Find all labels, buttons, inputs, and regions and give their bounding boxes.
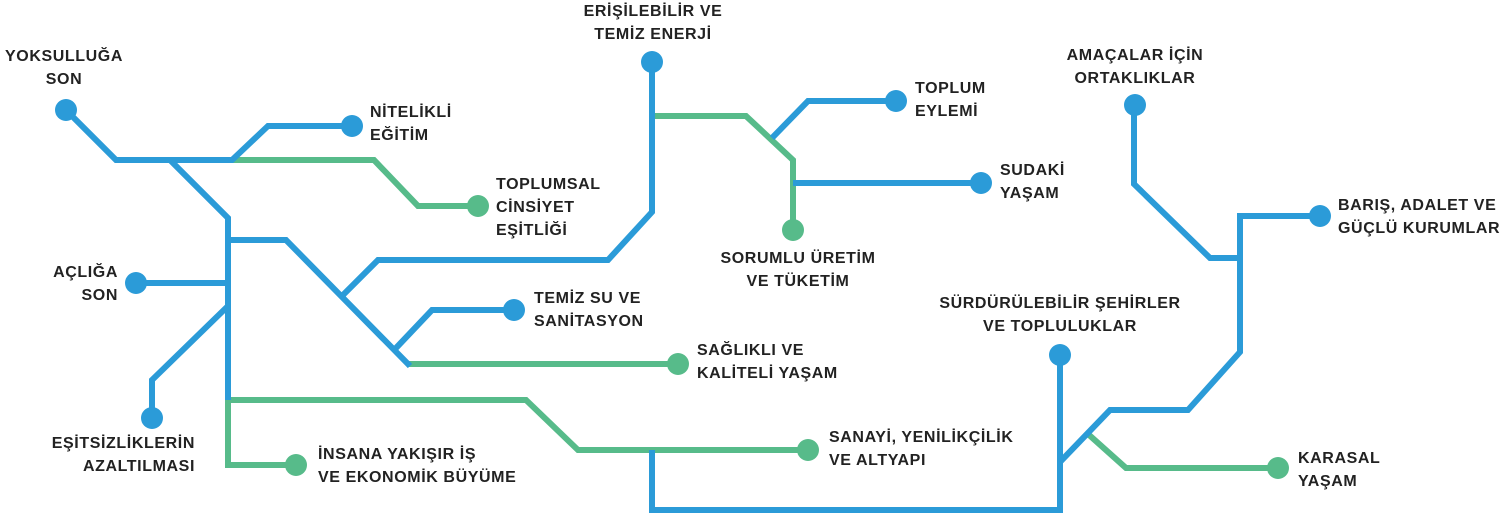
node-life-below-water — [970, 172, 992, 194]
node-decent-work — [285, 454, 307, 476]
node-gender — [467, 195, 489, 217]
line-gender-equality — [232, 157, 472, 209]
line-health-trunk — [228, 237, 413, 369]
node-energy — [641, 51, 663, 73]
line-trunk — [167, 157, 231, 400]
node-water — [503, 299, 525, 321]
line-partnerships — [1131, 105, 1240, 261]
node-climate — [885, 90, 907, 112]
line-responsible-consumption — [652, 113, 796, 230]
line-climate — [769, 98, 893, 141]
node-cities — [1049, 344, 1071, 366]
line-cities — [649, 355, 1063, 513]
node-life-on-land — [1267, 457, 1289, 479]
line-poverty-education — [63, 107, 352, 163]
node-partnerships — [1124, 94, 1146, 116]
node-responsible — [782, 219, 804, 241]
line-decent-work — [225, 400, 296, 468]
line-energy — [339, 62, 655, 299]
node-poverty — [55, 99, 77, 121]
line-peace — [1057, 213, 1318, 465]
node-peace — [1309, 205, 1331, 227]
line-life-on-land — [1085, 431, 1278, 471]
line-water — [393, 307, 514, 351]
node-hunger — [125, 272, 147, 294]
line-industry — [228, 397, 808, 453]
node-education — [341, 115, 363, 137]
node-inequalities — [141, 407, 163, 429]
node-health — [667, 353, 689, 375]
node-industry — [797, 439, 819, 461]
line-inequalities — [149, 303, 231, 418]
